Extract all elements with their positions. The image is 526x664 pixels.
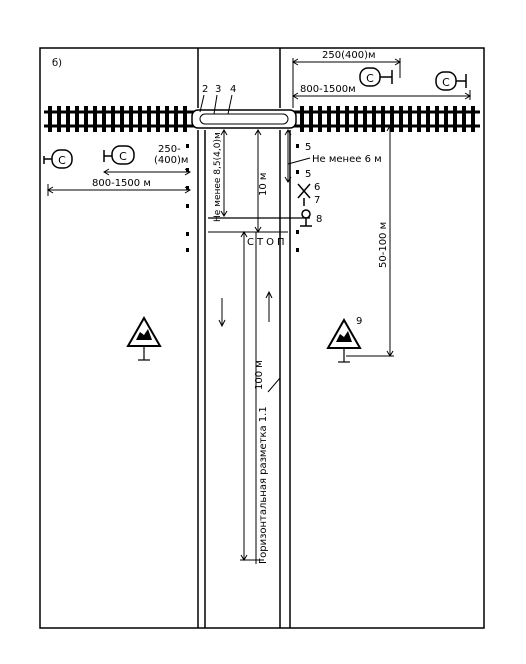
railway-crossing-warning-icon [126, 315, 162, 361]
callout-3: 3 [215, 84, 221, 95]
svg-text:C: C [442, 76, 450, 89]
dim-left-short-2: (400)м [154, 155, 188, 166]
callout-9: 9 [356, 316, 362, 327]
whistle-sign-icon: C [435, 71, 467, 91]
road [197, 48, 291, 628]
dim-8-5m-line [220, 129, 228, 217]
dim-50-100m: 50-100 м [378, 222, 389, 268]
callout-5a: 5 [305, 142, 311, 153]
lane-arrow-up [265, 290, 273, 322]
railway-track [44, 106, 480, 132]
callout-2: 2 [202, 84, 208, 95]
delineator-posts [186, 144, 299, 252]
callout-4: 4 [230, 84, 236, 95]
dim-top-right-short: 250(400)м [322, 50, 376, 61]
dim-100m: 100 м [254, 360, 265, 390]
callout-8: 8 [316, 214, 322, 225]
whistle-sign-icon: C [359, 67, 393, 87]
callout-6: 6 [314, 182, 320, 193]
svg-text:C: C [366, 72, 374, 85]
svg-text:C: C [58, 154, 66, 167]
crossing-deck [191, 109, 297, 129]
saint-andrew-cross-icon [297, 183, 311, 206]
stop-road-marking: СТОП [247, 237, 287, 248]
callout-leaders-234 [199, 94, 233, 115]
railway-crossing-warning-icon [326, 317, 362, 363]
dim-not-less-8-5: Не менее 8,5(4,0)м [213, 132, 223, 222]
dim-10m: 10 м [258, 173, 269, 196]
dim-not-less-6: Не менее 6 м [312, 154, 382, 165]
crossing-inner-deck [199, 113, 289, 125]
dim-50-100m-line [346, 125, 394, 357]
dim-100m-line [240, 231, 264, 561]
lane-arrow-down [218, 298, 226, 328]
marking-label: Горизонтальная разметка 1.1 [258, 406, 269, 564]
marking-1-1-line [255, 232, 281, 564]
dim-10m-line [254, 129, 262, 233]
whistle-sign-icon: C [103, 145, 135, 165]
svg-text:C: C [119, 150, 127, 163]
panel-letter: б) [52, 58, 62, 69]
callout-7: 7 [314, 195, 320, 206]
diagram-frame [39, 47, 485, 629]
dim-top-right-long: 800-1500м [300, 84, 356, 95]
dim-6m-line [284, 129, 311, 183]
dimension-top-right [292, 58, 471, 108]
whistle-sign-icon: C [43, 149, 73, 169]
dim-left-long: 800-1500 м [92, 178, 151, 189]
dim-left-short-1: 250- [158, 144, 181, 155]
callout-5b: 5 [305, 169, 311, 180]
